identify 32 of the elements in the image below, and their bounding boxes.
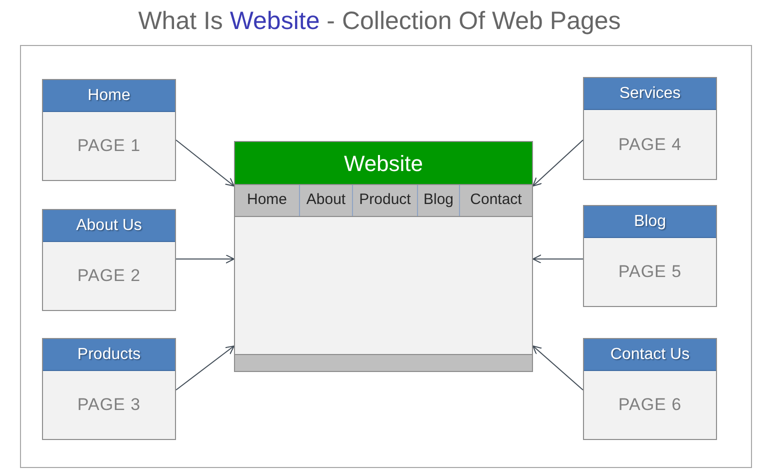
page-label: PAGE 3	[77, 394, 141, 416]
arrow	[532, 140, 584, 186]
arrow	[176, 254, 234, 264]
arrow	[176, 140, 234, 186]
arrow	[532, 254, 584, 264]
page-card	[42, 209, 176, 311]
page-card	[583, 338, 717, 440]
page-card	[42, 79, 176, 181]
page-header: Contact Us	[584, 339, 716, 371]
page-label: PAGE 4	[618, 134, 682, 156]
page-header: Home	[43, 80, 175, 112]
page-label: PAGE 6	[618, 394, 682, 416]
website-window	[234, 141, 533, 372]
nav-link: Contact	[459, 185, 532, 216]
page-header: Blog	[584, 206, 716, 238]
page-card	[583, 77, 717, 180]
page-card	[42, 338, 176, 440]
nav-link: Blog	[417, 185, 459, 216]
page-label: PAGE 2	[77, 265, 141, 288]
title: What Is Website - Collection Of Web Pages	[138, 6, 621, 37]
nav-link: Product	[352, 185, 417, 216]
nav-link: Home	[235, 185, 299, 216]
page-header: Services	[584, 78, 716, 110]
page-header: Products	[43, 339, 175, 371]
page-label: PAGE 5	[618, 261, 682, 284]
page-label: PAGE 1	[77, 135, 141, 158]
arrow	[532, 346, 584, 390]
website-header: Website	[235, 142, 532, 184]
page-card	[583, 205, 717, 307]
nav-link: About	[299, 185, 352, 216]
page-header: About Us	[43, 210, 175, 242]
arrow	[176, 346, 234, 390]
